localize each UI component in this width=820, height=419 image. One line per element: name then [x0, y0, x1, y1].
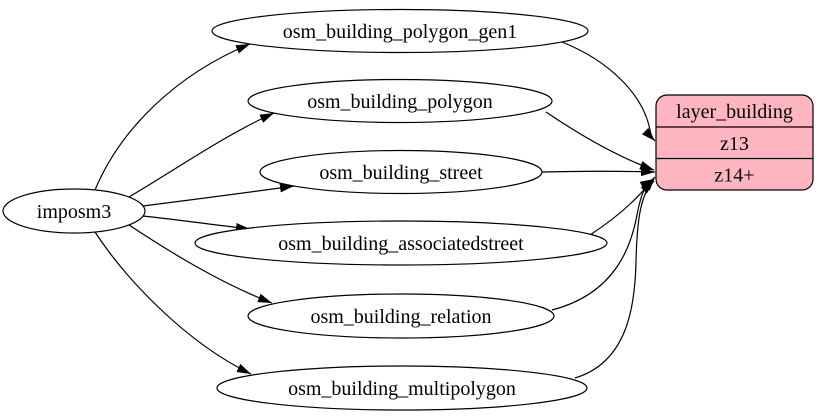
- edge-osm-building-polygon-to-z14: [545, 111, 655, 171]
- node-osm-building-associatedstreet: osm_building_associatedstreet: [194, 220, 608, 266]
- edge-imposm3-to-osm-building-multipolygon: [94, 231, 252, 375]
- layer-building-box: [655, 94, 814, 191]
- osm-building-relation-label: osm_building_relation: [310, 306, 491, 328]
- layer-building-title: layer_building: [676, 101, 793, 123]
- osm-building-multipolygon-ellipse: [216, 365, 588, 411]
- osm-building-street-ellipse: [259, 149, 543, 195]
- node-osm-building-polygon: osm_building_polygon: [247, 78, 553, 124]
- node-imposm3: imposm3: [2, 188, 146, 234]
- layer-building-row-z14: z14+: [714, 165, 754, 187]
- edge-osm-building-polygon-gen1-to-z13: [561, 41, 656, 142]
- osm-building-polygon-gen1-ellipse: [211, 8, 589, 54]
- imposm3-ellipse: [2, 188, 146, 234]
- edge-imposm3-to-osm-building-polygon-gen1: [94, 43, 251, 191]
- edge-osm-building-street-to-z14: [541, 167, 656, 177]
- osm-building-polygon-ellipse: [247, 78, 553, 124]
- edge-osm-building-multipolygon-to-z14: [574, 180, 655, 379]
- node-osm-building-relation: osm_building_relation: [247, 293, 555, 339]
- osm-building-associatedstreet-ellipse: [194, 220, 608, 266]
- osm-building-polygon-gen1-label: osm_building_polygon_gen1: [283, 21, 517, 43]
- edge-imposm3-to-osm-building-polygon: [128, 112, 275, 198]
- imposm3-label: imposm3: [37, 201, 111, 223]
- layer-building-row-z13: z13: [720, 133, 749, 155]
- edge-osm-building-associatedstreet-to-z14: [589, 176, 656, 236]
- osm-building-relation-ellipse: [247, 293, 555, 339]
- osm-building-associatedstreet-label: osm_building_associatedstreet: [278, 233, 524, 255]
- node-osm-building-polygon-gen1: osm_building_polygon_gen1: [211, 8, 589, 54]
- edge-imposm3-to-osm-building-street: [142, 183, 295, 207]
- node-layer-building: layer_building z13 z14+: [655, 94, 814, 191]
- node-osm-building-multipolygon: osm_building_multipolygon: [216, 365, 588, 411]
- edge-group: [94, 41, 656, 379]
- osm-building-multipolygon-label: osm_building_multipolygon: [288, 378, 516, 400]
- osm-building-street-label: osm_building_street: [319, 162, 483, 184]
- osm-building-polygon-label: osm_building_polygon: [307, 91, 493, 113]
- edge-imposm3-to-osm-building-relation: [128, 224, 273, 304]
- edge-imposm3-to-osm-building-associatedstreet: [142, 215, 251, 232]
- node-osm-building-street: osm_building_street: [259, 149, 543, 195]
